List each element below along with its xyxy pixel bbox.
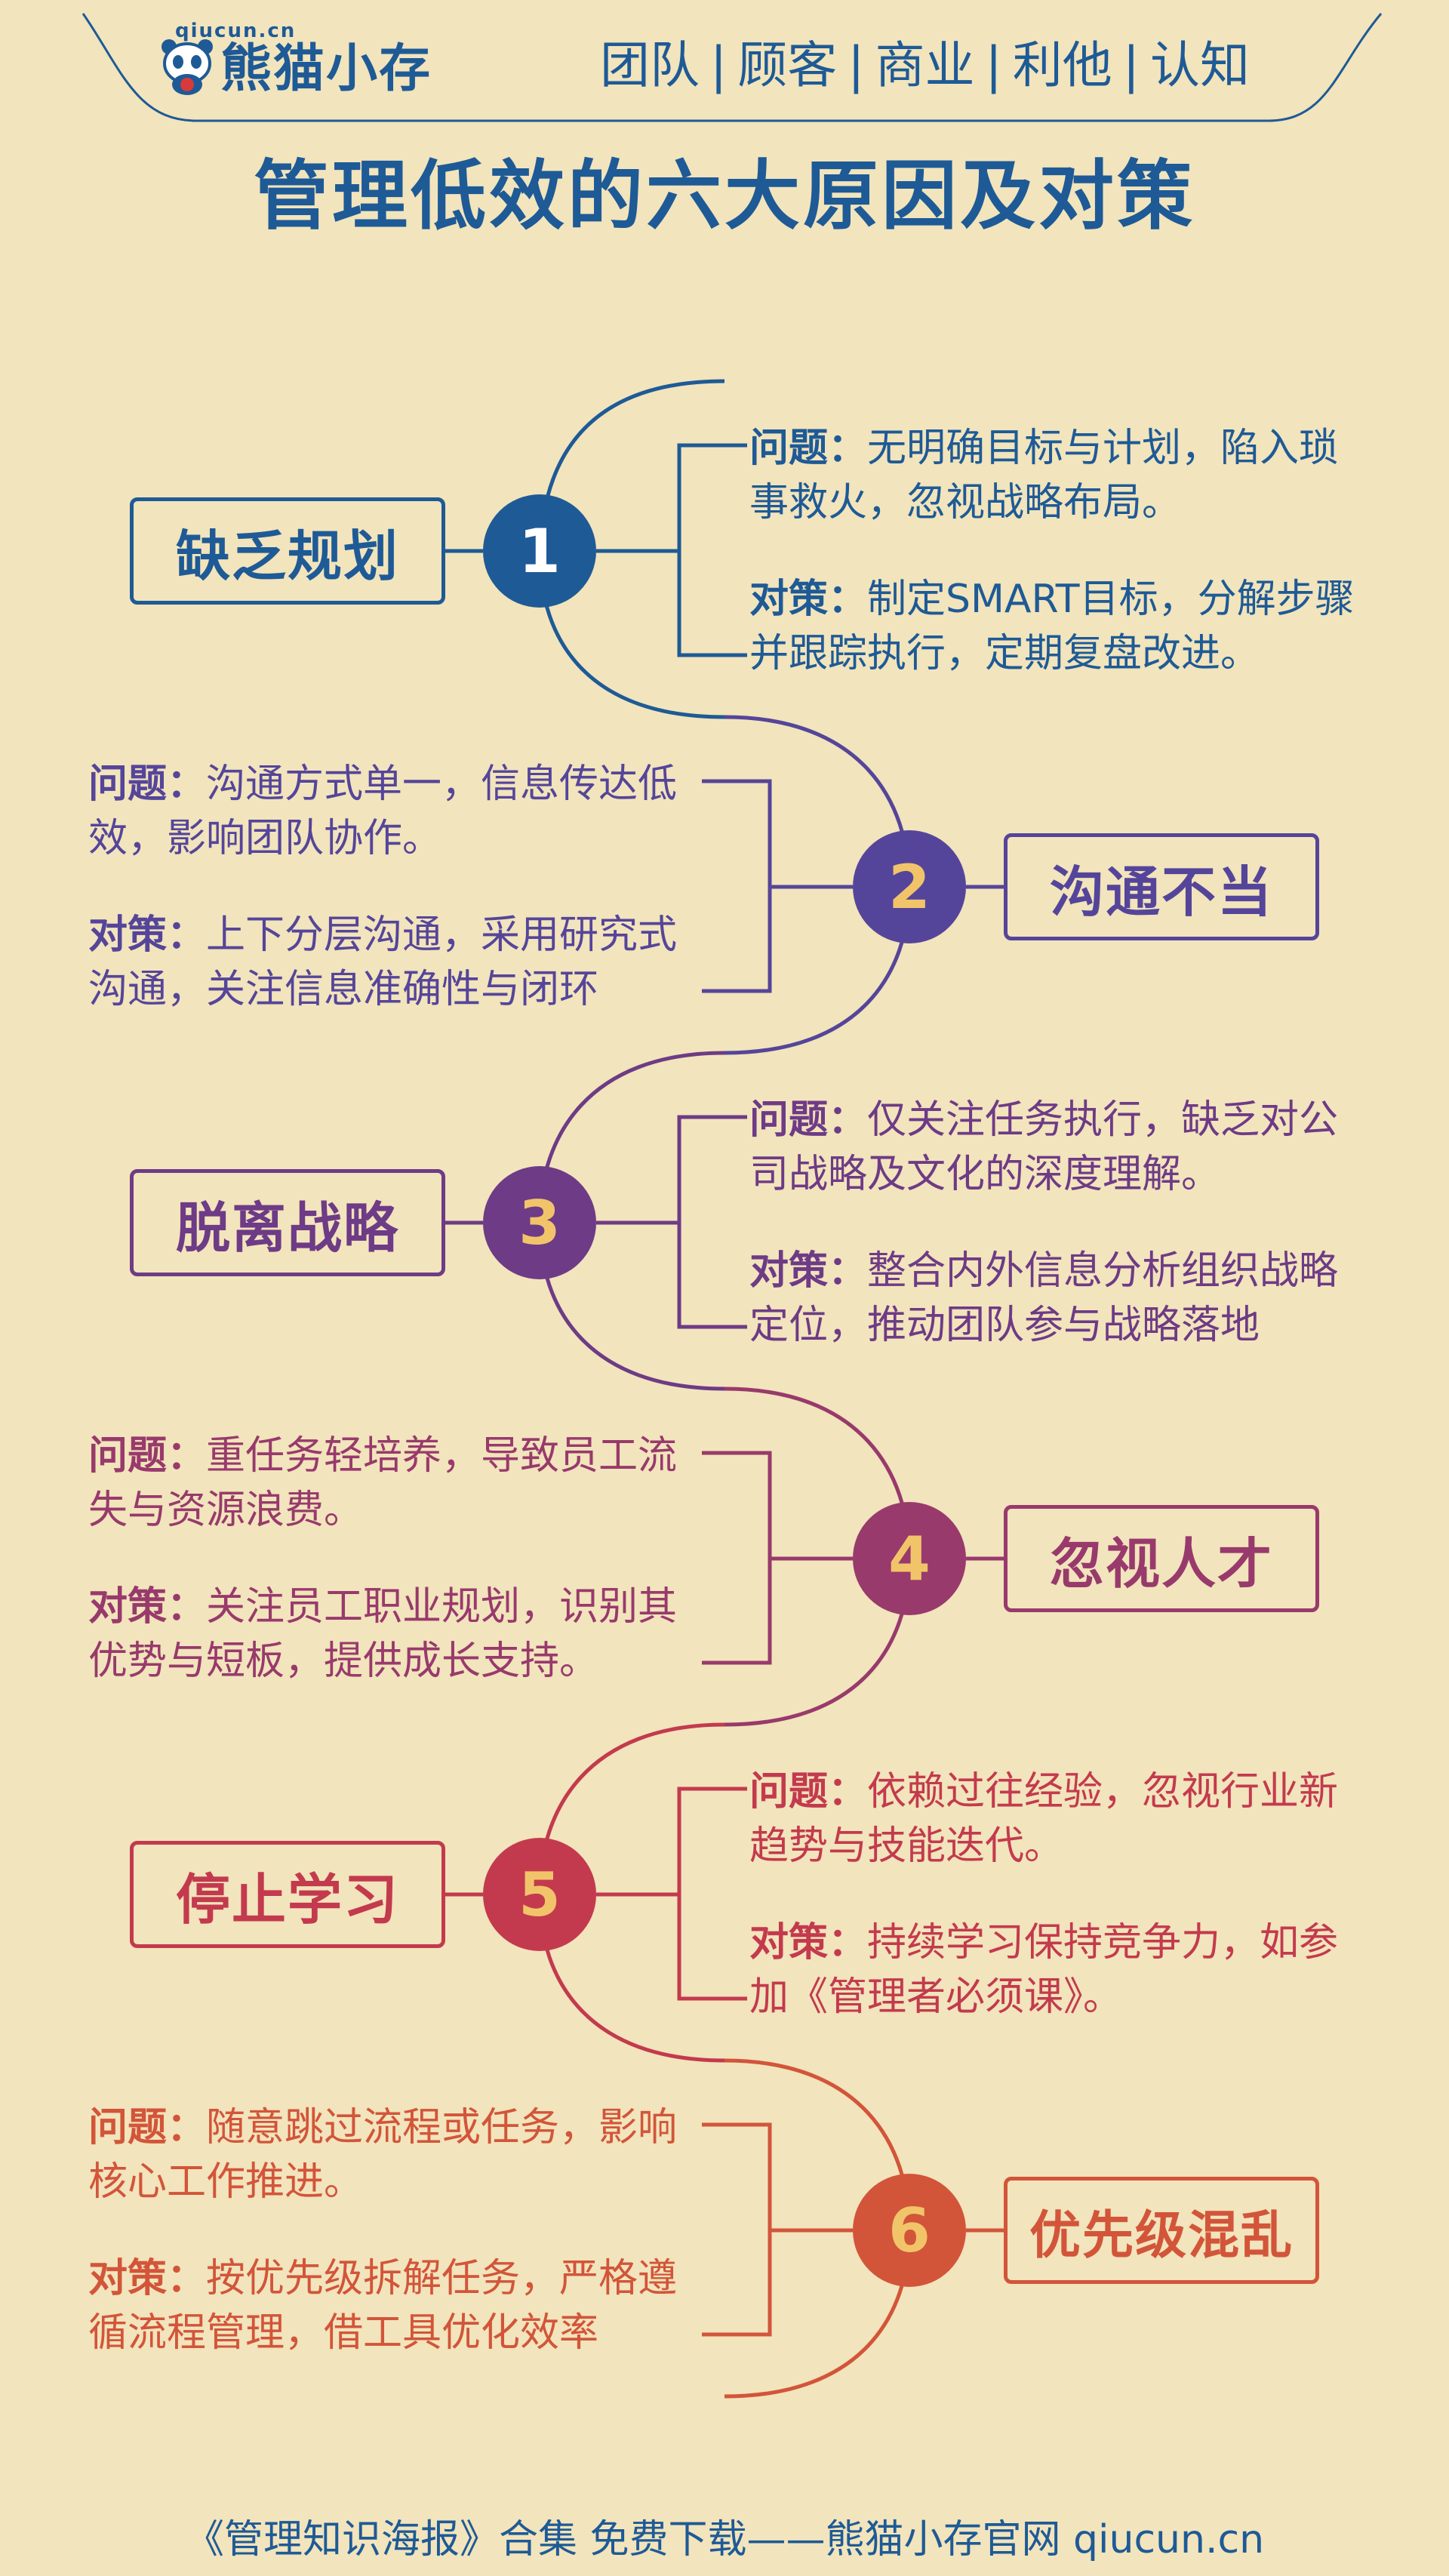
problem-text: 问题：随意跳过流程或任务，影响核心工作推进。 [88,2101,700,2209]
number-circle-5: 5 [483,1838,596,1951]
number-circle-4: 4 [853,1502,966,1615]
label-box-2: 沟通不当 [1004,833,1319,940]
solution-text: 对策：上下分层沟通，采用研究式沟通，关注信息准确性与闭环 [88,908,700,1017]
problem-content: 沟通方式单一，信息传达低效，影响团队协作。 [88,762,678,861]
nav-item-customer[interactable]: 顾客 [737,36,838,94]
solution-keyword: 对策： [749,1248,868,1294]
problem-content: 仅关注任务执行，缺乏对公司战略及文化的深度理解。 [749,1097,1339,1197]
problem-content: 重任务轻培养，导致员工流失与资源浪费。 [88,1433,678,1533]
problem-text: 问题：仅关注任务执行，缺乏对公司战略及文化的深度理解。 [749,1093,1376,1202]
number-circle-3: 3 [483,1166,596,1279]
solution-keyword: 对策： [88,913,207,958]
number-circle-2: 2 [853,830,966,943]
nav-separator: | [848,36,865,94]
nav-item-cognition[interactable]: 认知 [1150,36,1250,94]
problem-keyword: 问题： [88,762,207,807]
number-circle-6: 6 [853,2174,966,2287]
label-box-3: 脱离战略 [130,1169,445,1276]
problem-text: 问题：重任务轻培养，导致员工流失与资源浪费。 [88,1429,700,1537]
text-block-4: 问题：重任务轻培养，导致员工流失与资源浪费。 对策：关注员工职业规划，识别其优势… [88,1429,700,1688]
solution-keyword: 对策： [749,577,868,622]
solution-content: 持续学习保持竞争力，如参加《管理者必须课》。 [749,1920,1339,2020]
solution-text: 对策：按优先级拆解任务，严格遵循流程管理，借工具优化效率 [88,2251,700,2360]
number-circle-1: 1 [483,494,596,608]
solution-text: 对策：整合内外信息分析组织战略定位，推动团队参与战略落地 [749,1244,1376,1353]
problem-keyword: 问题： [749,1769,868,1814]
solution-content: 上下分层沟通，采用研究式沟通，关注信息准确性与闭环 [88,913,678,1012]
problem-text: 问题：无明确目标与计划，陷入琐事救火，忽视战略布局。 [749,421,1376,530]
text-block-2: 问题：沟通方式单一，信息传达低效，影响团队协作。 对策：上下分层沟通，采用研究式… [88,757,700,1017]
solution-text: 对策：制定SMART目标，分解步骤并跟踪执行，定期复盘改进。 [749,572,1376,681]
problem-content: 随意跳过流程或任务，影响核心工作推进。 [88,2105,678,2205]
text-block-5: 问题：依赖过往经验，忽视行业新趋势与技能迭代。 对策：持续学习保持竞争力，如参加… [749,1765,1376,2024]
solution-text: 对策：持续学习保持竞争力，如参加《管理者必须课》。 [749,1916,1376,2024]
problem-text: 问题：依赖过往经验，忽视行业新趋势与技能迭代。 [749,1765,1376,1873]
problem-content: 依赖过往经验，忽视行业新趋势与技能迭代。 [749,1769,1339,1869]
nav-separator: | [985,36,1002,94]
solution-content: 按优先级拆解任务，严格遵循流程管理，借工具优化效率 [88,2256,678,2356]
text-block-6: 问题：随意跳过流程或任务，影响核心工作推进。 对策：按优先级拆解任务，严格遵循流… [88,2101,700,2360]
solution-keyword: 对策： [749,1920,868,1965]
problem-text: 问题：沟通方式单一，信息传达低效，影响团队协作。 [88,757,700,866]
problem-content: 无明确目标与计划，陷入琐事救火，忽视战略布局。 [749,426,1339,525]
nav-item-business[interactable]: 商业 [875,36,975,94]
nav-item-altruism[interactable]: 利他 [1012,36,1112,94]
problem-keyword: 问题： [88,2105,207,2150]
text-block-1: 问题：无明确目标与计划，陷入琐事救火，忽视战略布局。 对策：制定SMART目标，… [749,421,1376,681]
problem-keyword: 问题： [749,1097,868,1143]
footer-text[interactable]: 《管理知识海报》合集 免费下载——熊猫小存官网 qiucun.cn [184,2517,1265,2562]
page-title: 管理低效的六大原因及对策 [254,152,1195,240]
nav-separator: | [710,36,728,94]
solution-content: 关注员工职业规划，识别其优势与短板，提供成长支持。 [88,1584,678,1684]
label-box-5: 停止学习 [130,1841,445,1948]
solution-content: 整合内外信息分析组织战略定位，推动团队参与战略落地 [749,1248,1339,1348]
solution-content: 制定SMART目标，分解步骤并跟踪执行，定期复盘改进。 [749,577,1355,676]
label-box-1: 缺乏规划 [130,497,445,605]
solution-text: 对策：关注员工职业规划，识别其优势与短板，提供成长支持。 [88,1580,700,1688]
logo-name[interactable]: 熊猫小存 [220,39,432,99]
label-box-4: 忽视人才 [1004,1505,1319,1612]
nav-separator: | [1122,36,1140,94]
nav-item-team[interactable]: 团队 [600,36,700,94]
problem-keyword: 问题： [749,426,868,471]
solution-keyword: 对策： [88,2256,207,2301]
solution-keyword: 对策： [88,1584,207,1630]
text-block-3: 问题：仅关注任务执行，缺乏对公司战略及文化的深度理解。 对策：整合内外信息分析组… [749,1093,1376,1353]
label-box-6: 优先级混乱 [1004,2177,1319,2284]
logo-url[interactable]: qiucun.cn [175,20,297,42]
problem-keyword: 问题： [88,1433,207,1479]
top-nav: 团队|顾客|商业|利他|认知 [600,32,1250,100]
panda-logo-icon[interactable] [160,36,214,97]
